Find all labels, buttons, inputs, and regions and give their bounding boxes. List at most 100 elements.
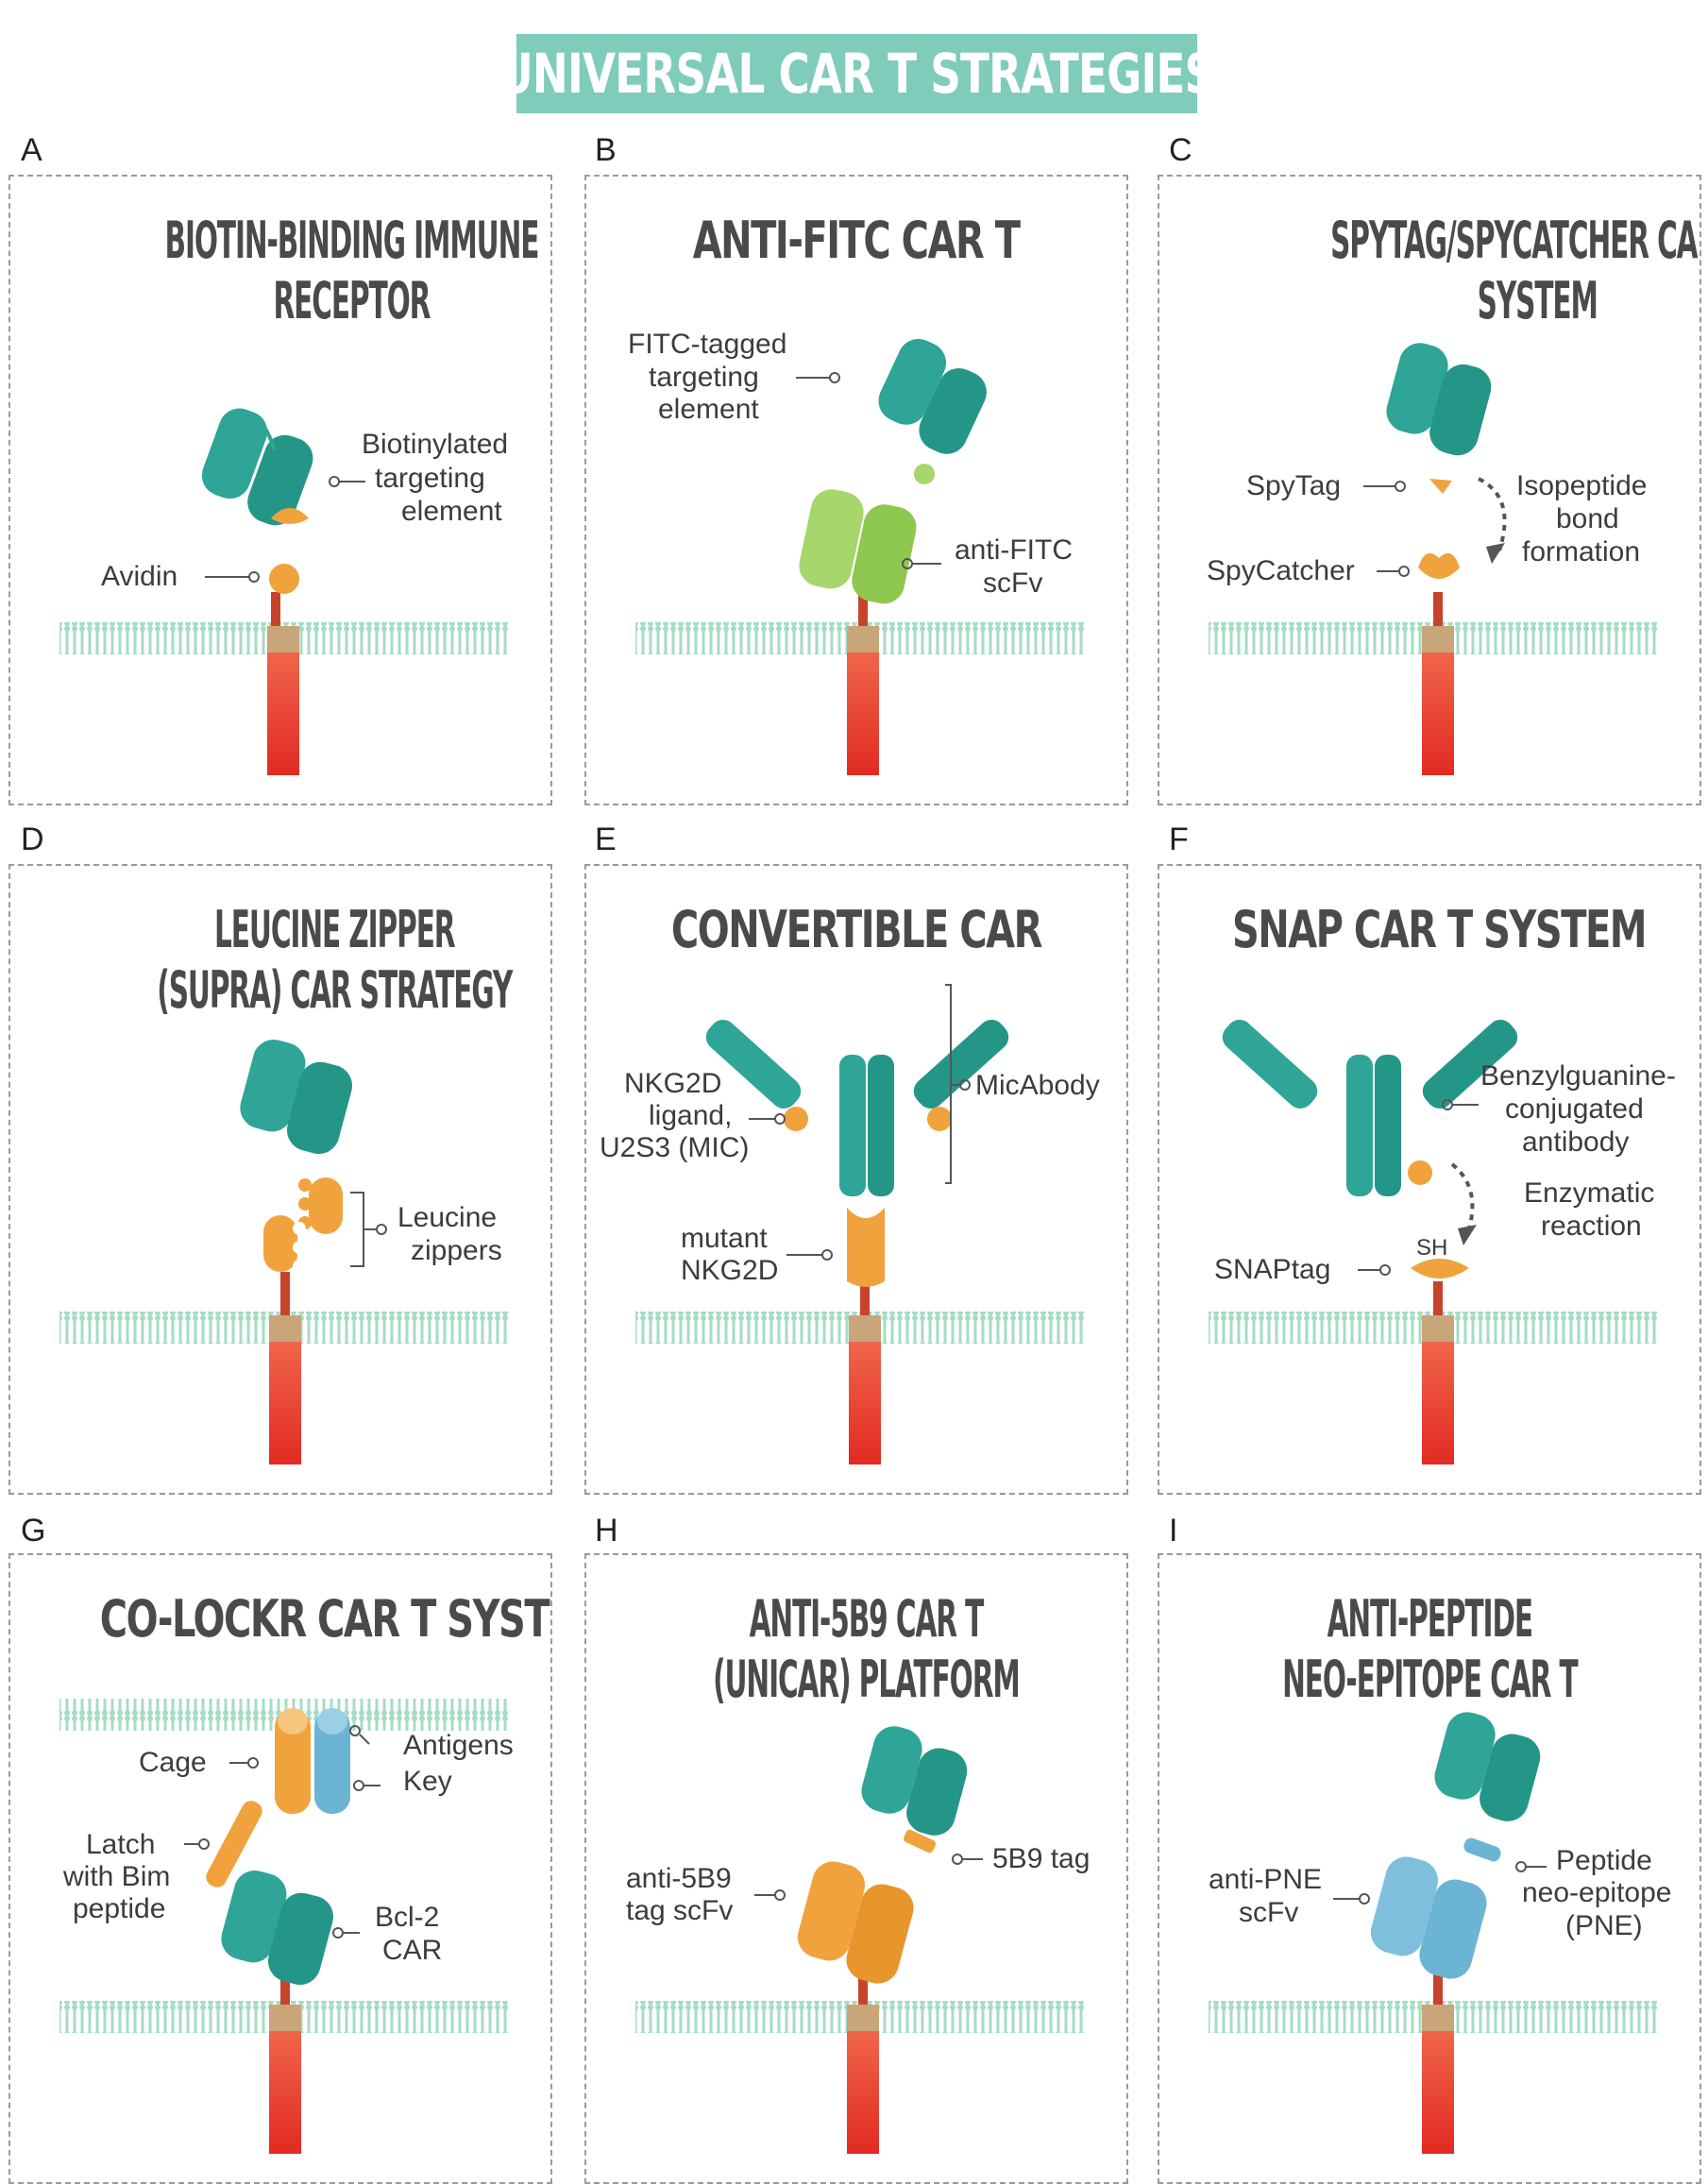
micabody-icon <box>705 1019 1009 1196</box>
leucine-zipper-icon <box>263 1177 343 1273</box>
label-5b9-tag: 5B9 tag <box>992 1843 1090 1874</box>
label-spytag: SpyTag <box>1246 470 1341 501</box>
car-stalk <box>1422 1281 1454 1464</box>
panel-d: LEUCINE ZIPPER(SUPRA) CAR STRATEGY Leuci… <box>8 864 552 1495</box>
label-fitc-tagged: FITC-tagged <box>628 329 786 360</box>
label-ligand: ligand, <box>649 1100 732 1131</box>
panel-b-diagram: FITC-tagged targeting element anti-FITC … <box>628 329 1085 775</box>
bcl2-car-icon <box>221 1871 334 1986</box>
panel-letter-a: A <box>21 132 42 168</box>
label-tag-scfv: tag scFv <box>626 1895 733 1926</box>
label-leucine: Leucine <box>397 1202 497 1233</box>
panel-h-diagram: 5B9 tag anti-5B9 tag scFv <box>626 1726 1090 2154</box>
label-micabody: MicAbody <box>975 1070 1100 1101</box>
panel-letter-i: I <box>1169 1513 1178 1549</box>
label-element: element <box>401 496 502 527</box>
car-stalk <box>847 592 879 775</box>
label-anti-pne: anti-PNE <box>1209 1864 1322 1895</box>
anti-fitc-scfv-icon <box>799 489 917 604</box>
panel-g: CO-LOCKR CAR T SYSTEM Cage Antigens Key … <box>8 1553 552 2184</box>
panel-f: SNAP CAR T SYSTEM Benzylguanine- conjuga… <box>1158 864 1701 1495</box>
label-key: Key <box>403 1766 452 1797</box>
avidin-icon <box>269 564 299 594</box>
panel-letter-h: H <box>595 1513 618 1549</box>
key-icon <box>314 1708 350 1814</box>
targeting-module-icon <box>861 1726 968 1836</box>
panel-letter-e: E <box>595 821 617 857</box>
panel-e-diagram: MicAbody NKG2D ligand, U2S3 (MIC) mutant… <box>600 984 1100 1464</box>
main-title: UNIVERSAL CAR T STRATEGIES <box>499 34 1216 113</box>
label-antigens: Antigens <box>403 1730 514 1761</box>
scfv-icon <box>201 408 313 526</box>
label-avidin: Avidin <box>101 561 178 592</box>
main-title-text: UNIVERSAL CAR T STRATEGIES <box>499 42 1215 106</box>
panel-letter-b: B <box>595 132 617 168</box>
car-stalk <box>849 1281 881 1464</box>
5b9-tag-icon <box>903 1829 937 1854</box>
label-benzylguanine: Benzylguanine- <box>1480 1060 1676 1092</box>
snaptag-icon <box>1411 1259 1469 1278</box>
panel-e-title: CONVERTIBLE CAR <box>670 900 1042 959</box>
panel-g-title: CO-LOCKR CAR T SYSTEM <box>99 1589 550 1649</box>
spytag-icon <box>1429 479 1452 494</box>
car-stalk <box>1422 592 1454 775</box>
panel-e: CONVERTIBLE CAR MicAbody NKG2D ligand, U… <box>584 864 1128 1495</box>
label-targeting: targeting <box>375 463 485 494</box>
panel-b: ANTI-FITC CAR T FITC-tagged targeting el… <box>584 175 1128 805</box>
panel-b-title: ANTI-FITC CAR T <box>693 211 1021 270</box>
car-stalk <box>267 592 299 775</box>
biotin-icon <box>271 508 309 524</box>
mutant-nkg2d-icon <box>847 1208 885 1287</box>
scfv-icon <box>1386 343 1492 456</box>
car-stalk <box>269 1971 301 2154</box>
label-pne: (PNE) <box>1565 1910 1643 1941</box>
label-reaction: reaction <box>1541 1211 1642 1242</box>
panel-i-diagram: Peptide neo-epitope (PNE) anti-PNE scFv <box>1209 1712 1671 2154</box>
panel-letter-d: D <box>21 821 44 857</box>
panel-d-title: LEUCINE ZIPPER(SUPRA) CAR STRATEGY <box>157 900 513 1020</box>
label-peptide: peptide <box>73 1893 165 1924</box>
label-spycatcher: SpyCatcher <box>1207 555 1355 586</box>
label-neo-epitope: neo-epitope <box>1522 1877 1671 1908</box>
label-enzymatic: Enzymatic <box>1524 1177 1654 1209</box>
panel-d-diagram: Leucine zippers <box>59 1040 509 1464</box>
label-nkg2d: NKG2D <box>624 1068 721 1099</box>
panel-letter-c: C <box>1169 132 1192 168</box>
label-element: element <box>658 394 759 425</box>
panel-a-diagram: Avidin Biotinylated targeting element <box>59 408 509 775</box>
panel-letter-g: G <box>21 1513 46 1549</box>
anti-pne-scfv-icon <box>1370 1856 1487 1979</box>
label-scfv: scFv <box>983 567 1042 599</box>
label-formation: formation <box>1522 536 1640 567</box>
label-peptide: Peptide <box>1556 1845 1652 1876</box>
label-mutant: mutant <box>681 1223 768 1254</box>
label-scfv: scFv <box>1239 1897 1298 1928</box>
panel-letter-f: F <box>1169 821 1189 857</box>
label-antibody: antibody <box>1522 1126 1629 1158</box>
targeting-module-icon <box>1434 1712 1541 1821</box>
latch-icon <box>206 1801 262 1888</box>
anti-5b9-scfv-icon <box>797 1861 914 1984</box>
label-anti-fitc: anti-FITC <box>955 534 1073 566</box>
isopeptide-arrow <box>1478 477 1507 551</box>
label-conjugated: conjugated <box>1505 1093 1644 1125</box>
label-zippers: zippers <box>411 1235 502 1266</box>
label-isopeptide: Isopeptide <box>1516 470 1647 501</box>
label-cage: Cage <box>139 1747 207 1778</box>
panel-f-title: SNAP CAR T SYSTEM <box>1231 900 1648 959</box>
scfv-icon <box>240 1040 353 1155</box>
car-stalk <box>1422 1971 1454 2154</box>
label-with-bim: with Bim <box>62 1861 170 1892</box>
label-snaptag: SNAPtag <box>1214 1254 1330 1285</box>
label-bond: bond <box>1556 503 1619 534</box>
fitc-tagged-element-icon <box>878 338 987 484</box>
label-car: CAR <box>382 1935 442 1966</box>
label-mutant-nkg2d: NKG2D <box>681 1255 778 1286</box>
spycatcher-icon <box>1418 552 1460 579</box>
panel-h: ANTI-5B9 CAR T(UNICAR) PLATFORM 5B9 tag … <box>584 1553 1128 2184</box>
